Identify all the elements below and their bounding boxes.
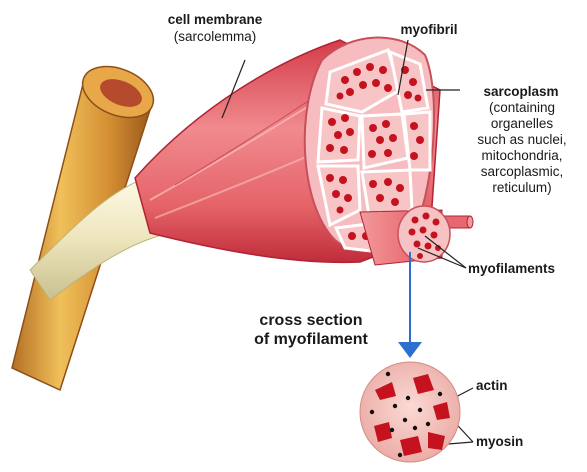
sarcoplasm-desc-line: (containing [466, 100, 578, 116]
label-myosin: myosin [476, 434, 546, 450]
sarcoplasm-desc-line: such as nuclei, [466, 132, 578, 148]
label-cell-membrane: cell membrane [150, 12, 280, 28]
myofibril-cylinder [360, 206, 473, 265]
label-actin: actin [476, 378, 536, 394]
sarcoplasm-desc-line: sarcoplasmic, [466, 164, 578, 180]
zoom-arrow [398, 252, 422, 358]
sarcoplasm-desc-line: reticulum) [466, 180, 578, 196]
label-cross-section: cross section [236, 311, 386, 330]
label-sarcolemma: (sarcolemma) [150, 29, 280, 45]
sarcoplasm-description: (containing organelles such as nuclei, m… [466, 100, 578, 196]
label-myofibril: myofibril [384, 22, 474, 38]
label-myofilaments: myofilaments [468, 261, 584, 277]
myofilament-cross-section [360, 362, 460, 462]
label-sarcoplasm: sarcoplasm [466, 84, 576, 100]
sarcoplasm-desc-line: mitochondria, [466, 148, 578, 164]
label-of-myofilament: of myofilament [236, 330, 386, 349]
sarcoplasm-desc-line: organelles [466, 116, 578, 132]
